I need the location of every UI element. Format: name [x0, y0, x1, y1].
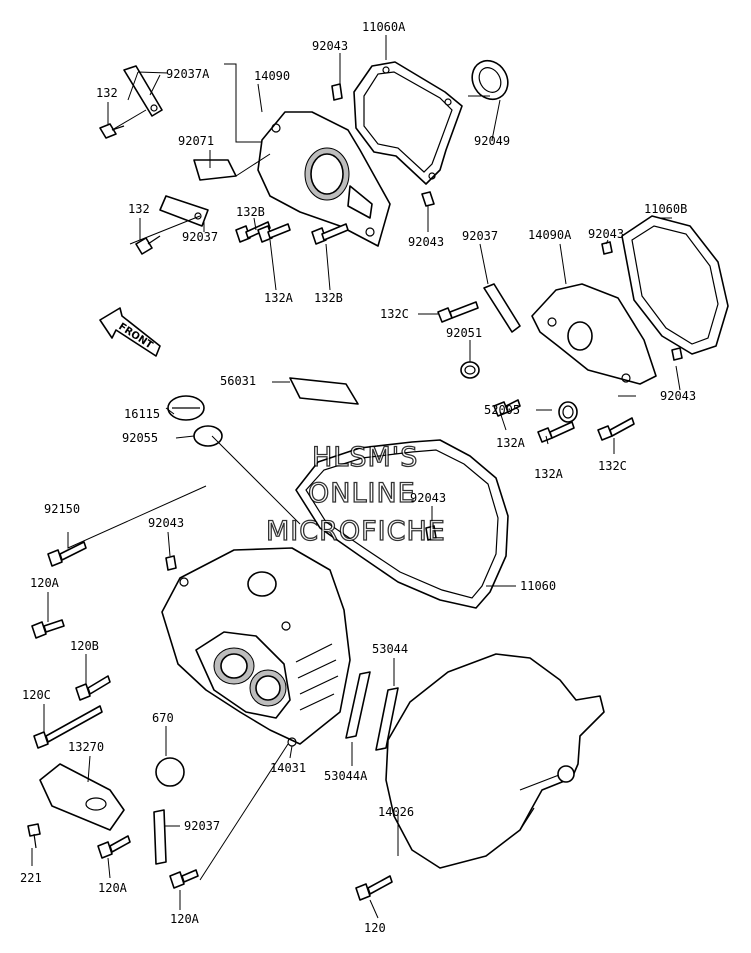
part-label[interactable]: 92043: [148, 516, 184, 530]
part-label[interactable]: 92071: [178, 134, 214, 148]
part-number-labels: 11060A 92043 92037A 14090 132 92071 9204…: [20, 20, 696, 935]
part-label[interactable]: 11060B: [644, 202, 687, 216]
part-label[interactable]: 11060: [520, 579, 556, 593]
gasket-11060a[interactable]: [353, 61, 463, 185]
part-label[interactable]: 132A: [496, 436, 526, 450]
bolt-132b-bottom[interactable]: [311, 223, 349, 245]
bracket-92037-bottom[interactable]: [153, 809, 167, 865]
dowel-pin-92043-right[interactable]: [601, 241, 613, 255]
bolt-92150[interactable]: [47, 541, 87, 567]
oil-seal-52005[interactable]: [558, 401, 578, 423]
bracket-92037a[interactable]: [123, 65, 163, 117]
part-label[interactable]: 221: [20, 871, 42, 885]
part-label[interactable]: 14090A: [528, 228, 572, 242]
dowel-pin-92043-right-lower[interactable]: [671, 347, 683, 361]
bolt-132-mid[interactable]: [135, 235, 161, 255]
label-plate-56031[interactable]: [289, 377, 359, 405]
part-label[interactable]: 14026: [378, 805, 414, 819]
o-ring-670[interactable]: [155, 757, 185, 787]
pin-53044[interactable]: [375, 687, 399, 751]
bolt-120a-left[interactable]: [31, 619, 65, 639]
part-label[interactable]: 56031: [220, 374, 256, 388]
bolt-120[interactable]: [355, 875, 393, 901]
part-label[interactable]: 92051: [446, 326, 482, 340]
part-label[interactable]: 132C: [598, 459, 627, 473]
leader-lines: [31, 35, 681, 919]
part-label[interactable]: 13270: [68, 740, 104, 754]
plate-13270[interactable]: [39, 763, 125, 831]
bolt-120b[interactable]: [75, 675, 111, 701]
part-label[interactable]: 132: [128, 202, 150, 216]
cover-14031[interactable]: [161, 547, 351, 747]
part-label[interactable]: 14031: [270, 761, 306, 775]
bolt-132a-top[interactable]: [257, 223, 291, 243]
part-label[interactable]: 92037: [462, 229, 498, 243]
plate-92071[interactable]: [193, 159, 237, 181]
part-label[interactable]: 132: [96, 86, 118, 100]
part-label[interactable]: 92150: [44, 502, 80, 516]
part-label[interactable]: 92043: [660, 389, 696, 403]
bolt-132-top[interactable]: [99, 123, 125, 139]
dowel-pin-92043-left[interactable]: [165, 555, 177, 571]
gasket-11060[interactable]: [295, 439, 509, 609]
watermark-line-3: MICROFICHE: [266, 516, 446, 547]
part-label[interactable]: 92037A: [166, 67, 210, 81]
bracket-92037-left[interactable]: [159, 195, 209, 227]
part-label[interactable]: 120A: [98, 881, 128, 895]
part-label[interactable]: 670: [152, 711, 174, 725]
bolt-132c-right[interactable]: [597, 417, 635, 441]
bolt-132c-left[interactable]: [437, 301, 479, 323]
shroud-14026[interactable]: [385, 653, 605, 869]
part-label[interactable]: 92043: [588, 227, 624, 241]
part-label[interactable]: 132B: [236, 205, 265, 219]
part-label[interactable]: 92043: [408, 235, 444, 249]
part-label[interactable]: 132A: [264, 291, 294, 305]
part-label[interactable]: 132A: [534, 467, 564, 481]
part-label[interactable]: 92037: [182, 230, 218, 244]
bolt-120a-bot2[interactable]: [169, 869, 199, 889]
watermark: HLSM'S ONLINE MICROFICHE: [265, 441, 446, 547]
part-label[interactable]: 53044: [372, 642, 408, 656]
part-label[interactable]: 11060A: [362, 20, 406, 34]
oil-seal-92051[interactable]: [460, 361, 480, 379]
watermark-line-1: HLSM'S: [312, 442, 418, 473]
part-label[interactable]: 52005: [484, 403, 520, 417]
part-label[interactable]: 120C: [22, 688, 51, 702]
dowel-pin-92043-top[interactable]: [331, 83, 343, 101]
part-label[interactable]: 92055: [122, 431, 158, 445]
bolt-120c[interactable]: [33, 705, 103, 749]
part-label[interactable]: 132C: [380, 307, 409, 321]
pin-53044a[interactable]: [345, 671, 371, 739]
bolt-132a-right2[interactable]: [537, 421, 575, 443]
part-label[interactable]: 53044A: [324, 769, 368, 783]
part-label[interactable]: 92043: [312, 39, 348, 53]
part-label[interactable]: 120A: [170, 912, 200, 926]
part-label[interactable]: 92043: [410, 491, 446, 505]
bolt-120a-bot1[interactable]: [97, 835, 131, 859]
bracket-92037-right[interactable]: [483, 283, 521, 333]
part-label[interactable]: 120: [364, 921, 386, 935]
cover-14090a[interactable]: [531, 283, 657, 385]
watermark-line-2: ONLINE: [308, 478, 416, 509]
bolt-132a-right1[interactable]: [493, 399, 521, 417]
gasket-11060b[interactable]: [621, 215, 729, 355]
bolt-221[interactable]: [27, 823, 41, 849]
part-label[interactable]: 16115: [124, 407, 160, 421]
part-label[interactable]: 14090: [254, 69, 290, 83]
front-direction-arrow: FRONT: [99, 307, 161, 357]
part-label[interactable]: 120B: [70, 639, 99, 653]
oil-seal-92049[interactable]: [465, 54, 514, 106]
part-label[interactable]: 92037: [184, 819, 220, 833]
cover-14090[interactable]: [257, 111, 391, 247]
part-label[interactable]: 92049: [474, 134, 510, 148]
dowel-pin-92043-mid[interactable]: [421, 191, 435, 207]
part-label[interactable]: 120A: [30, 576, 60, 590]
part-label[interactable]: 132B: [314, 291, 343, 305]
dowel-pin-92043-center[interactable]: [425, 525, 437, 541]
o-ring-92055[interactable]: [193, 425, 223, 447]
cap-16115[interactable]: [167, 395, 205, 421]
